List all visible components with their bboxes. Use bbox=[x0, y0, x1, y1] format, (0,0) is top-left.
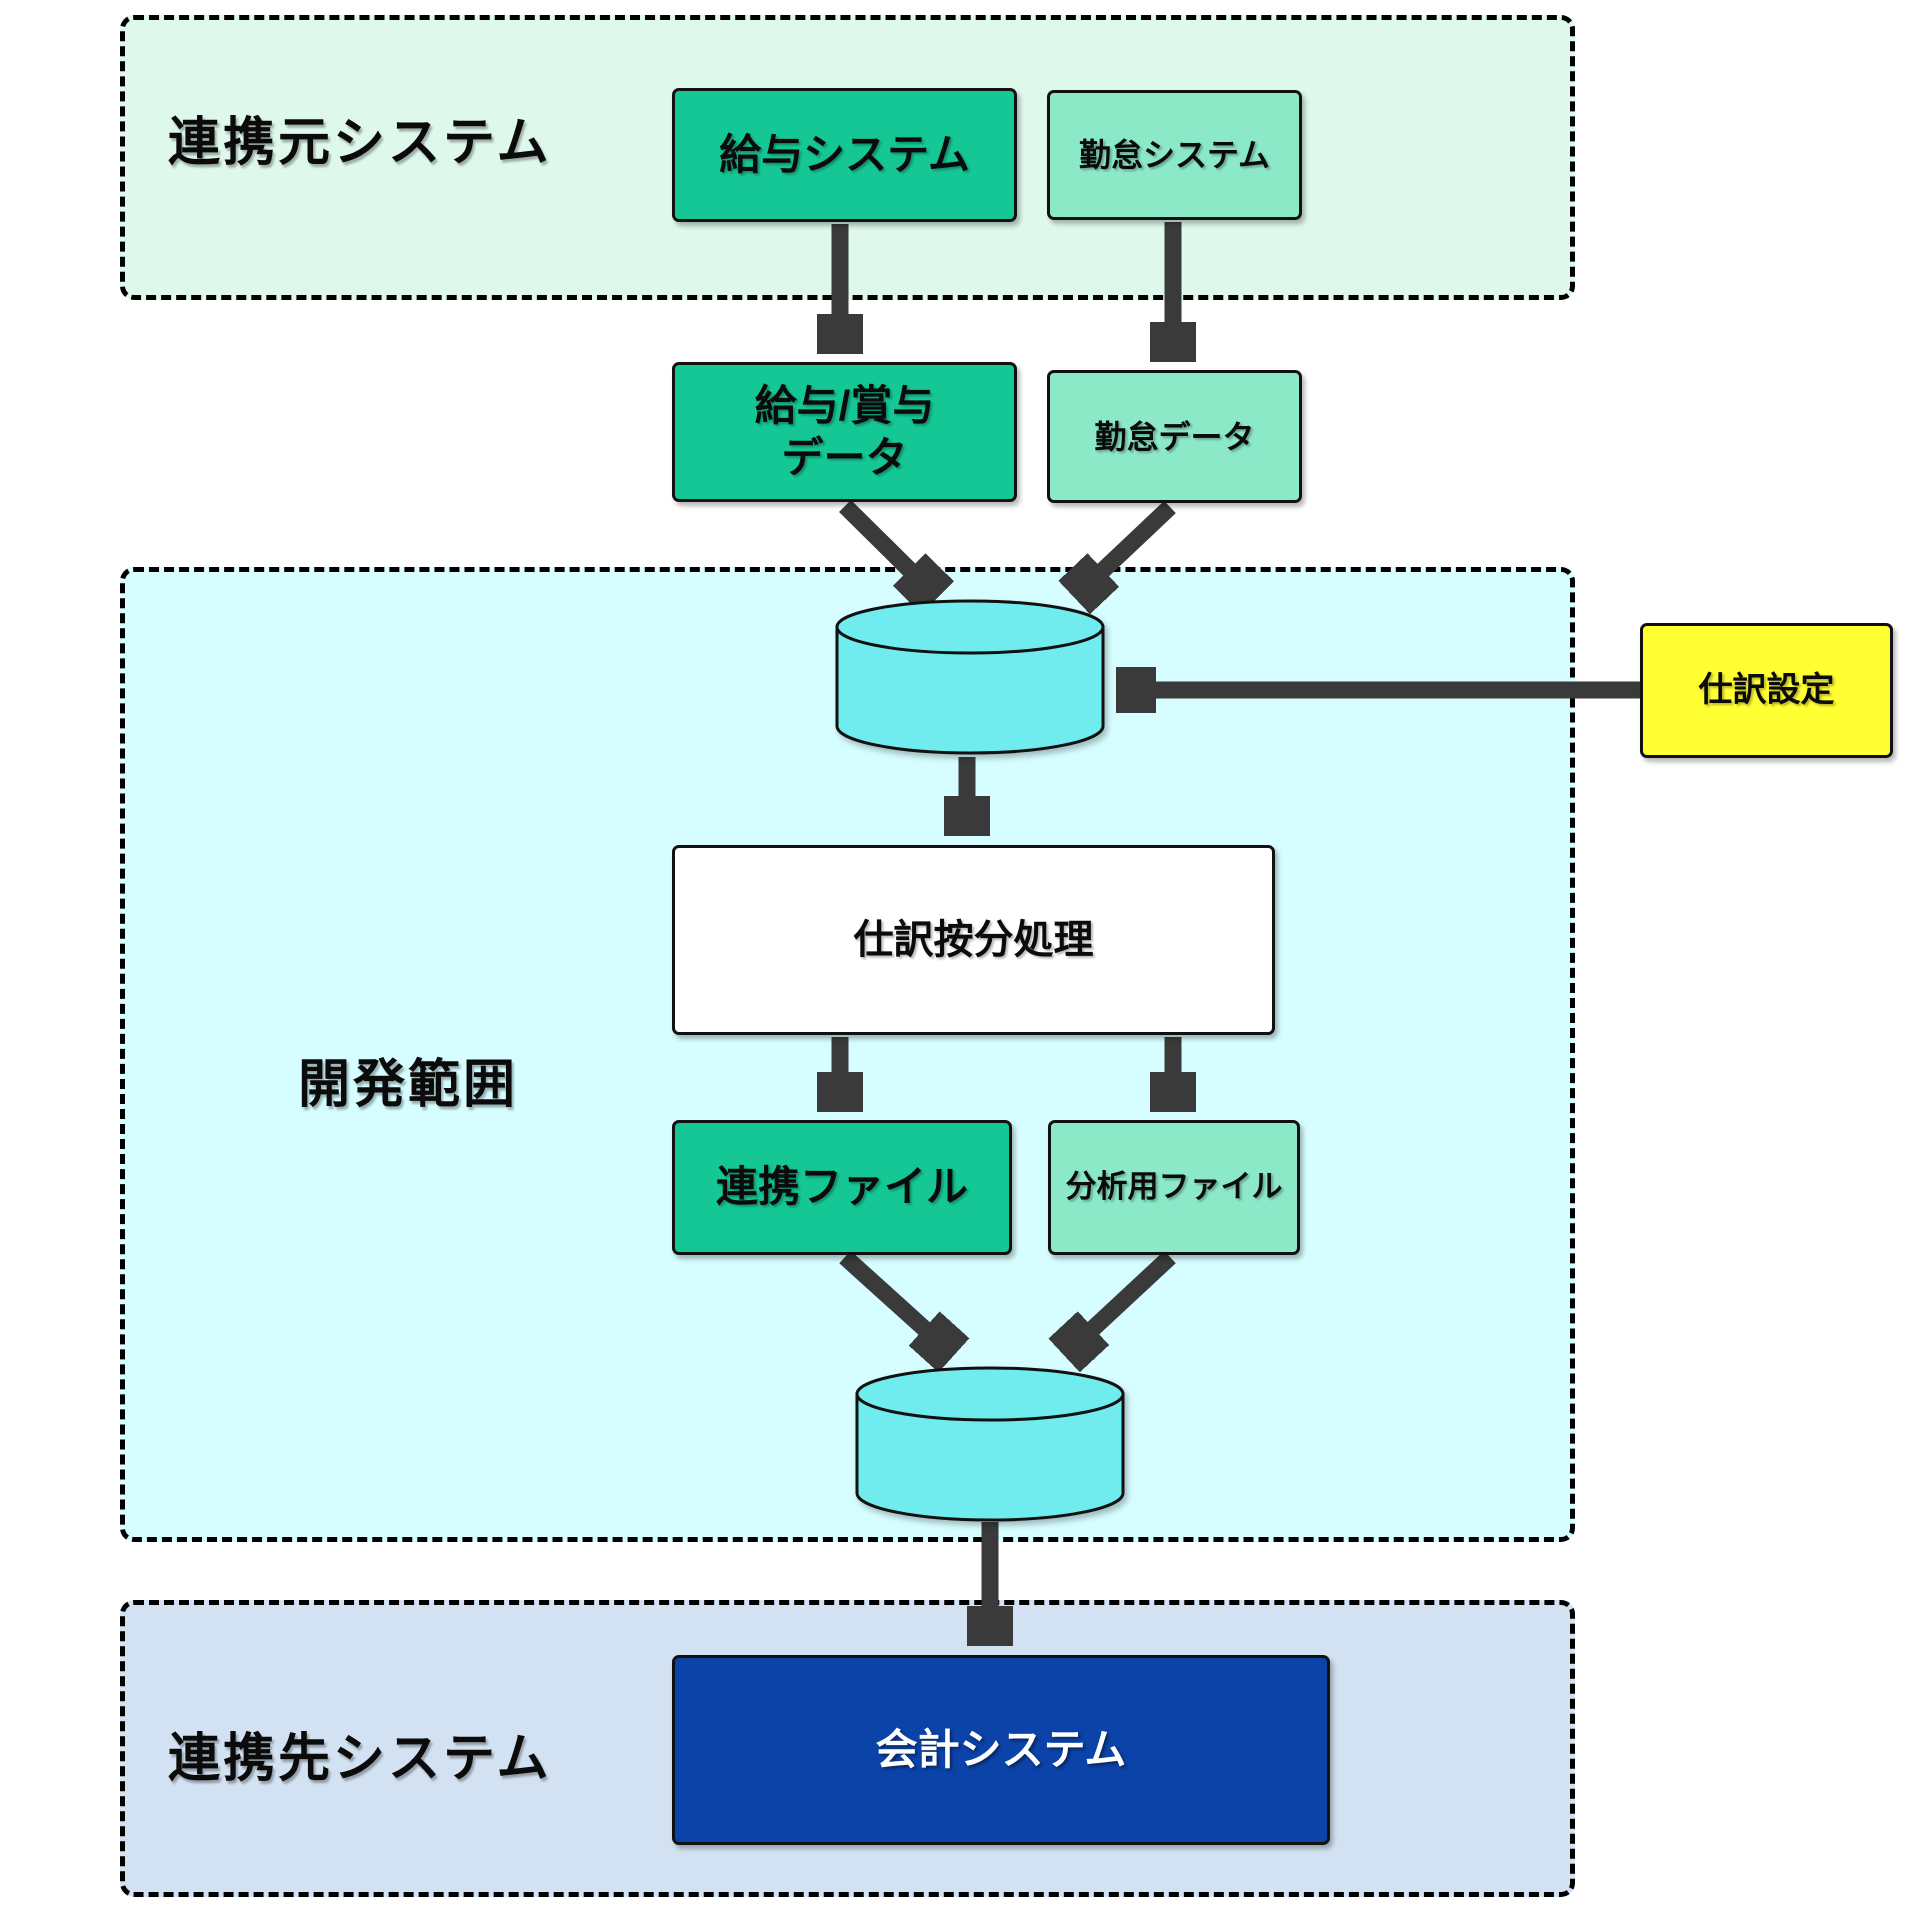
node-journal-settings: 仕訳設定 bbox=[1640, 623, 1893, 758]
development-scope-label: 開発範囲 bbox=[298, 1056, 519, 1114]
node-analysis-file: 分析用ファイル bbox=[1048, 1120, 1300, 1255]
node-attendance-data: 勤怠データ bbox=[1047, 370, 1302, 503]
input-database-cylinder-icon bbox=[835, 599, 1105, 755]
node-accounting-system: 会計システム bbox=[672, 1655, 1330, 1845]
node-payroll-bonus-data: 給与/賞与 データ bbox=[672, 362, 1017, 502]
node-payroll-system: 給与システム bbox=[672, 88, 1017, 222]
node-integration-file: 連携ファイル bbox=[672, 1120, 1012, 1255]
output-database-cylinder-icon bbox=[855, 1366, 1125, 1522]
node-attendance-system: 勤怠システム bbox=[1047, 90, 1302, 220]
source-section-label: 連携元システム bbox=[168, 114, 552, 172]
destination-section-label: 連携先システム bbox=[168, 1730, 552, 1788]
node-journal-allocation-process: 仕訳按分処理 bbox=[672, 845, 1275, 1035]
